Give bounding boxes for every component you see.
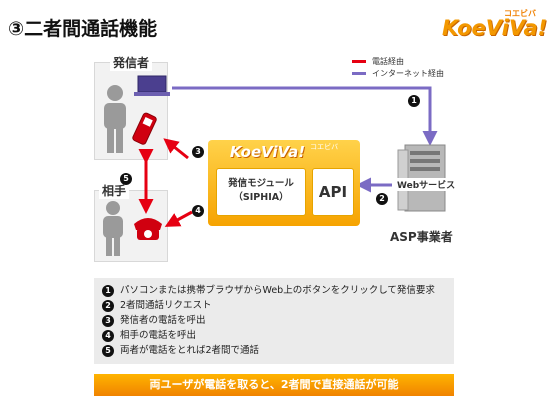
mobile-phone-icon: [132, 112, 157, 145]
callee-person-icon: [103, 201, 123, 256]
legend-label-phone: 電話経由: [372, 57, 404, 66]
step-3-marker: 3: [192, 146, 204, 158]
brand-name: KoeViVa!: [442, 16, 548, 40]
caller-person-icon: [104, 85, 126, 153]
api-box: API: [312, 168, 354, 216]
page-title: ③二者間通話機能: [8, 18, 158, 40]
list-item: 5 両者が電話をとれば2者間で通話: [102, 343, 259, 358]
internet-request-arrow: [172, 86, 438, 146]
desk-phone-icon: [134, 218, 162, 240]
list-item-number: 2: [102, 299, 114, 312]
list-item: 2 2者間通話リクエスト: [102, 298, 212, 313]
step-5-marker: 5: [120, 173, 132, 185]
list-item: 4 相手の電話を呼出: [102, 328, 196, 343]
koeviva-platform-box: KoeViVa! コエビバ 発信モジュール （SIPHIA） API: [208, 140, 360, 226]
list-item-text: パソコンまたは携帯ブラウザからWeb上のボタンをクリックして発信要求: [120, 285, 435, 296]
list-item-number: 4: [102, 329, 114, 342]
list-item-text: 発信者の電話を呼出: [120, 315, 206, 326]
list-item-text: 2者間通話リクエスト: [120, 300, 212, 311]
list-item: 1 パソコンまたは携帯ブラウザからWeb上のボタンをクリックして発信要求: [102, 283, 435, 298]
list-item-text: 相手の電話を呼出: [120, 330, 197, 341]
legend-label-internet: インターネット経由: [372, 69, 444, 78]
caller-label: 発信者: [110, 54, 153, 71]
platform-brand-kana: コエビバ: [310, 143, 339, 151]
laptop-icon: [134, 75, 170, 96]
asp-provider-label: ASP事業者: [390, 230, 453, 244]
legend: 電話経由 インターネット経由: [352, 56, 492, 82]
brand-kana: コエビバ: [504, 9, 536, 18]
callee-label: 相手: [99, 182, 130, 199]
platform-brand-name: KoeViVa!: [229, 143, 306, 161]
call-module-box: 発信モジュール （SIPHIA）: [216, 168, 306, 216]
call-callee-arrow: [164, 210, 193, 227]
list-item-number: 1: [102, 284, 114, 297]
platform-brand-logo: KoeViVa! コエビバ: [208, 142, 360, 161]
brand-logo: コエビバ KoeViVa!: [438, 6, 547, 42]
legend-swatch-internet: [352, 72, 366, 75]
web-service-label: Webサービス: [396, 178, 457, 191]
call-module-sublabel: （SIPHIA）: [233, 192, 289, 203]
steps-list: 1 パソコンまたは携帯ブラウザからWeb上のボタンをクリックして発信要求 2 2者間…: [94, 278, 454, 364]
step-4-marker: 4: [192, 205, 204, 217]
list-item-text: 両者が電話をとれば2者間で通話: [120, 345, 260, 356]
legend-swatch-phone: [352, 60, 366, 63]
summary-banner: 両ユーザが電話を取ると、2者間で直接通話が可能: [94, 374, 454, 396]
list-item-number: 3: [102, 314, 114, 327]
step-1-marker: 1: [408, 95, 420, 107]
api-label: API: [318, 183, 348, 201]
list-item: 3 発信者の電話を呼出: [102, 313, 206, 328]
flow-diagram: [103, 75, 446, 256]
call-caller-arrow: [163, 138, 189, 160]
step-2-marker: 2: [376, 193, 388, 205]
call-module-label: 発信モジュール: [228, 178, 294, 189]
list-item-number: 5: [102, 344, 114, 357]
